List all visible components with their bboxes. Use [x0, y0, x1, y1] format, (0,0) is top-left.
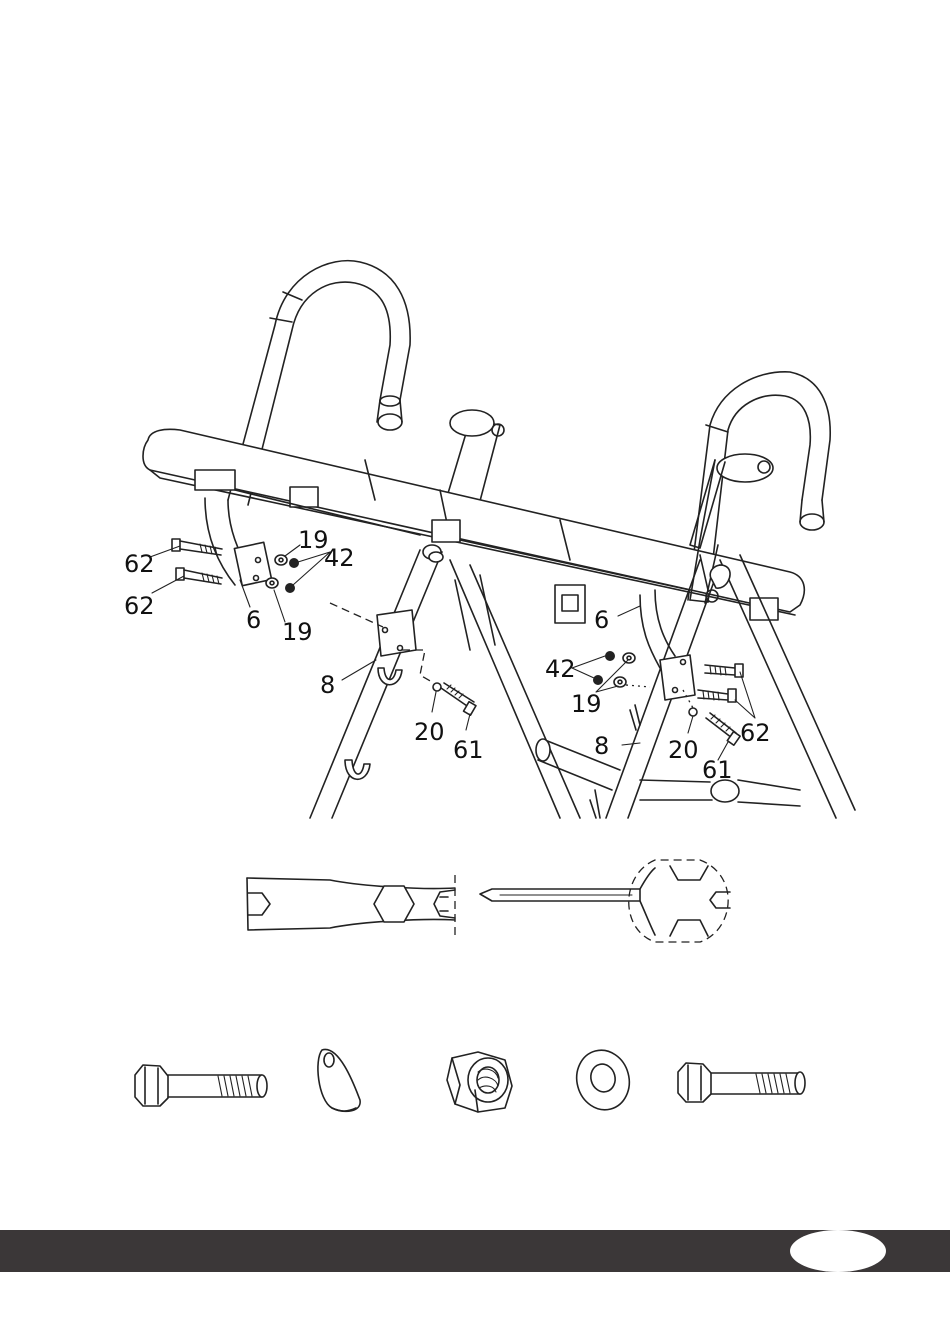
- callout-8-right: 8: [594, 732, 609, 760]
- flat-washer-19-icon: [570, 1044, 636, 1115]
- bolt-62-icon: [678, 1063, 805, 1102]
- callout-19-right: 19: [571, 690, 602, 718]
- callout-61-left: 61: [453, 736, 484, 764]
- left-bracket-tube: [205, 498, 272, 586]
- callout-42-right: 42: [545, 655, 576, 683]
- curved-washer-20-icon: [318, 1049, 360, 1111]
- callout-19-left-bottom: 19: [282, 618, 313, 646]
- callout-42-left: 42: [324, 544, 355, 572]
- callout-6-left: 6: [246, 606, 261, 634]
- page-number-bubble: [790, 1230, 886, 1272]
- left-leg: [310, 545, 580, 818]
- bolt-61-icon: [135, 1065, 267, 1106]
- callout-6-right: 6: [594, 606, 609, 634]
- wrench-tool: [247, 875, 455, 935]
- callout-20-right: 20: [668, 736, 699, 764]
- callout-61-right: 61: [702, 756, 733, 784]
- callout-62-left-top: 62: [124, 550, 155, 578]
- callout-62-right: 62: [740, 719, 771, 747]
- callout-62-left-bottom: 62: [124, 592, 155, 620]
- callout-20-left: 20: [414, 718, 445, 746]
- callout-8-left: 8: [320, 671, 335, 699]
- nylon-nut-42-icon: [447, 1052, 512, 1112]
- screwdriver-tool: [480, 860, 730, 942]
